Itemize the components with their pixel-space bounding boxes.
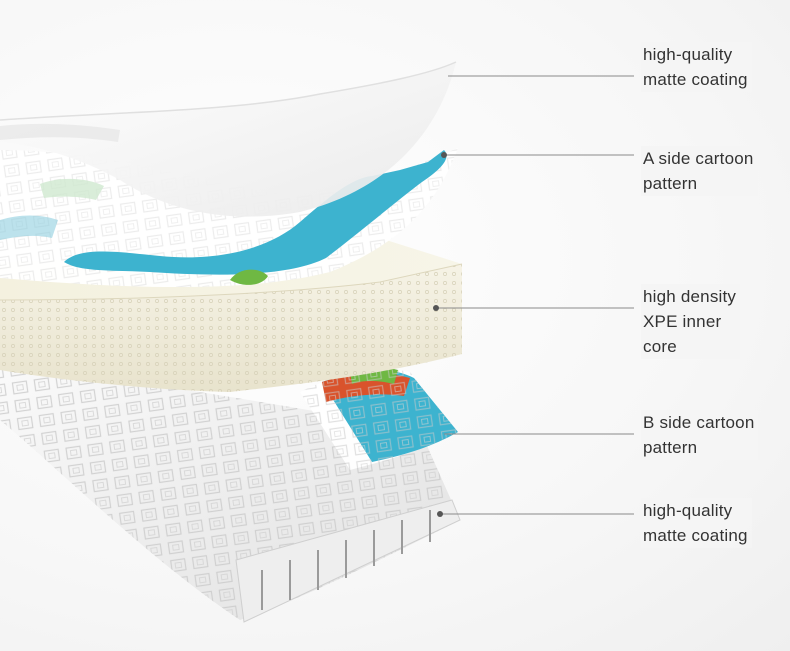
leader-dot-a-side (441, 152, 447, 158)
b-side-pattern-layer (300, 367, 458, 470)
label-core-line-2: XPE inner (643, 312, 722, 331)
label-b-side-line-2: pattern (643, 438, 698, 457)
label-bottom-coating: high-quality matte coating (641, 498, 752, 548)
label-b-side-line-1: B side cartoon (643, 413, 755, 432)
label-a-side-line-1: A side cartoon (643, 149, 754, 168)
label-a-side-pattern: A side cartoon pattern (641, 146, 758, 196)
label-core-line-3: core (643, 337, 677, 356)
label-bottom-coating-line-1: high-quality (643, 501, 733, 520)
label-top-coating-line-1: high-quality (643, 45, 733, 64)
leader-dots (433, 152, 447, 517)
leader-dot-bottom-coating (437, 511, 443, 517)
bottom-coating-edge (235, 499, 461, 623)
label-xpe-core: high density XPE inner core (641, 284, 741, 359)
top-coating-layer (0, 61, 457, 217)
a-side-pattern-layer (0, 148, 458, 288)
label-core-line-1: high density (643, 287, 737, 306)
leader-dot-core (433, 305, 439, 311)
teal-cartoon-shape (64, 150, 447, 275)
label-bottom-coating-line-2: matte coating (643, 526, 748, 545)
leader-lines (436, 75, 634, 515)
label-top-coating: high-quality matte coating (641, 42, 752, 92)
green-cartoon-shape (230, 269, 268, 285)
label-a-side-line-2: pattern (643, 174, 698, 193)
label-top-coating-line-2: matte coating (643, 70, 748, 89)
label-b-side-pattern: B side cartoon pattern (641, 410, 759, 460)
